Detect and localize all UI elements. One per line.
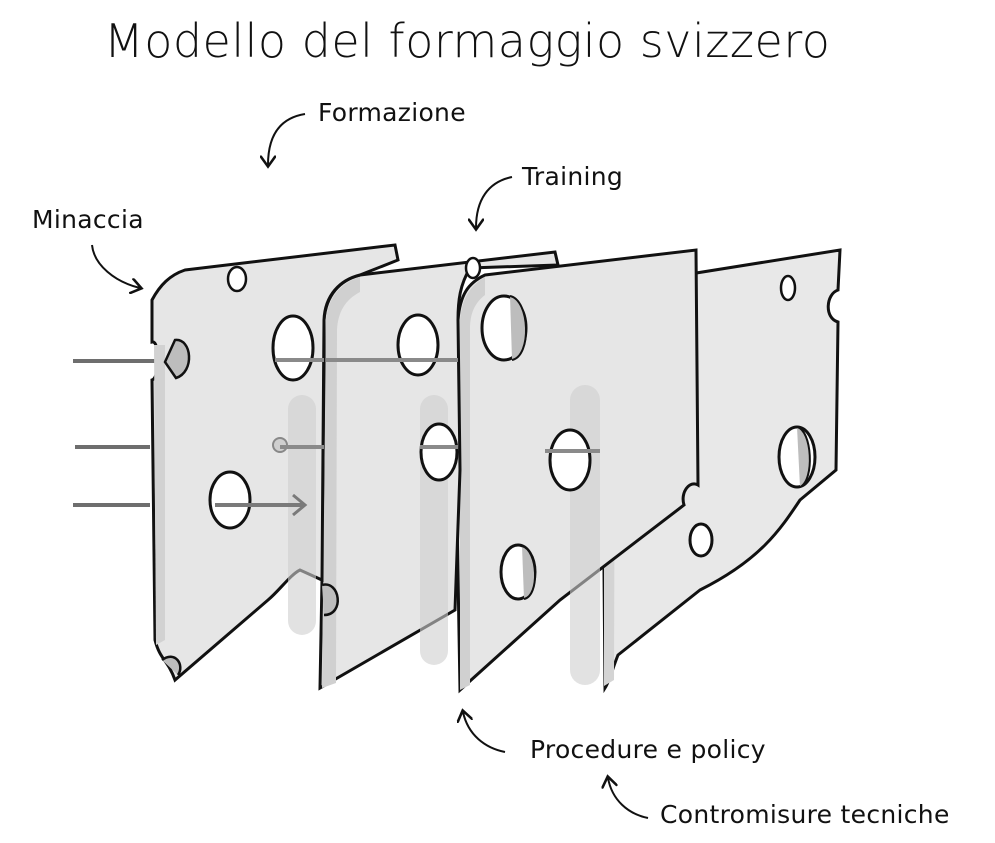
- arrow-contromisure-icon: [608, 778, 649, 819]
- arrow-threat-icon: [91, 244, 140, 288]
- arrow-training-icon: [476, 176, 513, 228]
- label-threat: Minaccia: [32, 205, 144, 234]
- cheese-slice-3: [452, 248, 700, 694]
- label-procedure: Procedure e policy: [530, 735, 766, 764]
- hole: [779, 274, 797, 302]
- label-contromisure: Contromisure tecniche: [660, 800, 950, 829]
- cheese-slice-1: [150, 243, 400, 683]
- label-training: Training: [522, 162, 624, 191]
- hole: [396, 313, 440, 377]
- arrow-formazione-icon: [268, 113, 306, 165]
- hole: [226, 265, 248, 293]
- arrow-procedure-icon: [463, 712, 506, 753]
- cheese-slice-2: [316, 250, 560, 691]
- hole: [208, 470, 252, 530]
- diagram-title: Modello del formaggio svizzero: [104, 14, 831, 68]
- label-formazione: Formazione: [318, 98, 466, 127]
- hole: [464, 256, 482, 280]
- hole: [419, 422, 459, 482]
- hole: [271, 314, 315, 382]
- hole: [688, 522, 714, 558]
- hole: [548, 428, 592, 492]
- hole: [163, 338, 191, 380]
